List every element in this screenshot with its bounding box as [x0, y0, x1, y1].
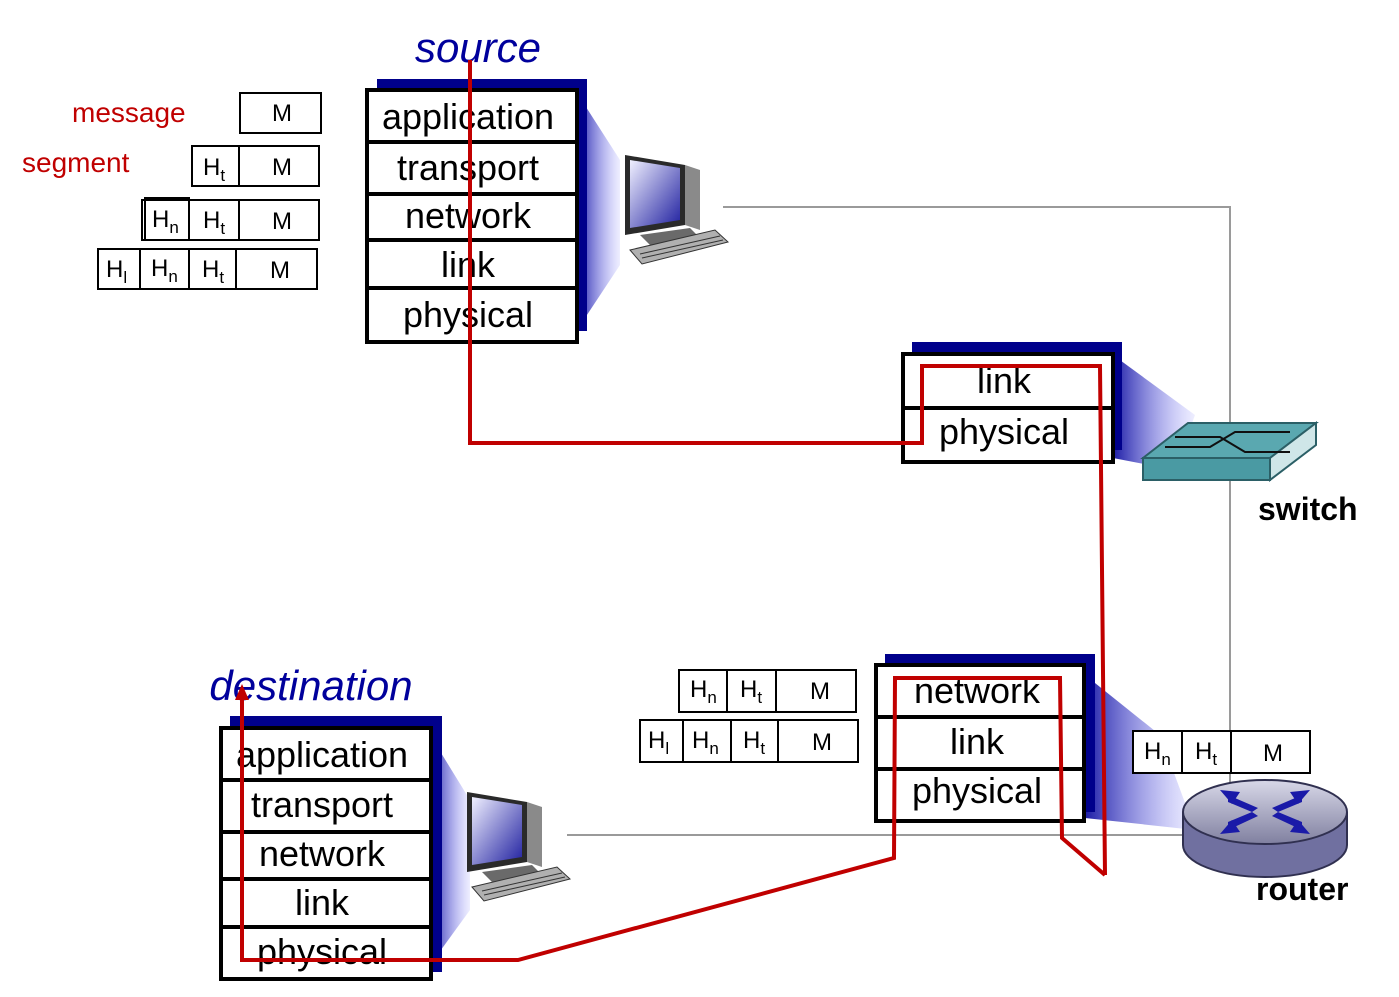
- source-computer-icon: [625, 155, 730, 265]
- switch-label: switch: [1258, 491, 1358, 527]
- router-frame-payload: M: [812, 729, 832, 756]
- frame-network-header: Hn: [151, 255, 178, 286]
- switch-layer-physical-label: physical: [939, 411, 1069, 452]
- router-layer-network: network: [874, 663, 1086, 719]
- destination-layer-transport-label: transport: [251, 784, 393, 825]
- router-layer-physical-label: physical: [912, 770, 1042, 811]
- router-label: router: [1256, 871, 1348, 907]
- message-payload: M: [272, 100, 292, 127]
- destination-layer-physical: physical: [219, 925, 433, 981]
- destination-layer-physical-label: physical: [257, 931, 387, 972]
- packet-path: [235, 60, 1107, 962]
- router-datagram-transport-header: Ht: [740, 676, 762, 707]
- network-links: [567, 206, 1231, 836]
- frame-payload: M: [270, 257, 290, 284]
- destination-layer-link: link: [219, 877, 433, 929]
- router-in-datagram: Hn Ht M: [678, 669, 857, 713]
- router-datagram-payload: M: [810, 678, 830, 705]
- router-layer-link: link: [874, 715, 1086, 771]
- switch-layer-physical: physical: [901, 406, 1115, 464]
- frame-link-header: Hl: [106, 256, 127, 287]
- frame-packet: Hl Hn Ht M: [97, 248, 318, 290]
- source-title: source: [415, 24, 541, 71]
- destination-layer-application-label: application: [236, 734, 408, 775]
- router-headers: Hn Ht M Hl Hn Ht M Hn Ht M: [639, 669, 1311, 774]
- frame-transport-header: Ht: [202, 256, 224, 287]
- switch-device-icon: [1140, 420, 1319, 483]
- source-headers: M Ht M Hn Ht M Hl Hn Ht M: [97, 92, 322, 290]
- router-protocol-stack: network link physical: [874, 654, 1195, 830]
- message-label: message: [72, 97, 186, 128]
- router-out-payload: M: [1263, 740, 1283, 767]
- router-frame-transport-header: Ht: [743, 727, 765, 758]
- destination-title: destination: [209, 662, 412, 709]
- destination-layer-transport: transport: [219, 778, 433, 834]
- segment-payload: M: [272, 154, 292, 181]
- path-router-to-destination: [240, 676, 1107, 962]
- message-packet: M: [239, 92, 322, 134]
- segment-packet: Ht M: [191, 145, 320, 187]
- router-in-frame: Hl Hn Ht M: [639, 719, 859, 763]
- router-frame-network-header: Hn: [692, 727, 719, 758]
- path-source-to-switch: [468, 60, 1107, 876]
- destination-layer-link-label: link: [295, 882, 350, 923]
- link-source-switch-router: [723, 206, 1231, 820]
- switch-layer-link: link: [901, 352, 1115, 410]
- segment-transport-header: Ht: [203, 154, 225, 185]
- router-out-network-header: Hn: [1144, 738, 1171, 769]
- datagram-transport-header: Ht: [203, 207, 225, 238]
- router-layer-link-label: link: [950, 721, 1005, 762]
- source-stack-beam: [577, 93, 620, 330]
- destination-computer-icon: [467, 792, 572, 902]
- router-datagram-network-header: Hn: [690, 676, 717, 707]
- router-device-icon: [1182, 779, 1348, 878]
- source-protocol-stack: application transport network link physi…: [365, 79, 620, 344]
- router-frame-link-header: Hl: [648, 727, 669, 758]
- destination-layer-network: network: [219, 830, 433, 881]
- router-out-datagram: Hn Ht M: [1132, 730, 1311, 774]
- destination-layer-application: application: [219, 726, 433, 782]
- destination-protocol-stack: application transport network link physi…: [219, 716, 470, 981]
- router-layer-physical: physical: [874, 767, 1086, 823]
- router-out-transport-header: Ht: [1195, 738, 1217, 769]
- segment-label: segment: [22, 147, 130, 178]
- datagram-network-header: Hn: [152, 206, 179, 237]
- destination-layer-network-label: network: [259, 833, 386, 874]
- datagram-payload: M: [272, 208, 292, 235]
- datagram-packet: Hn Ht M: [141, 197, 320, 241]
- path-arrowhead: [235, 684, 249, 700]
